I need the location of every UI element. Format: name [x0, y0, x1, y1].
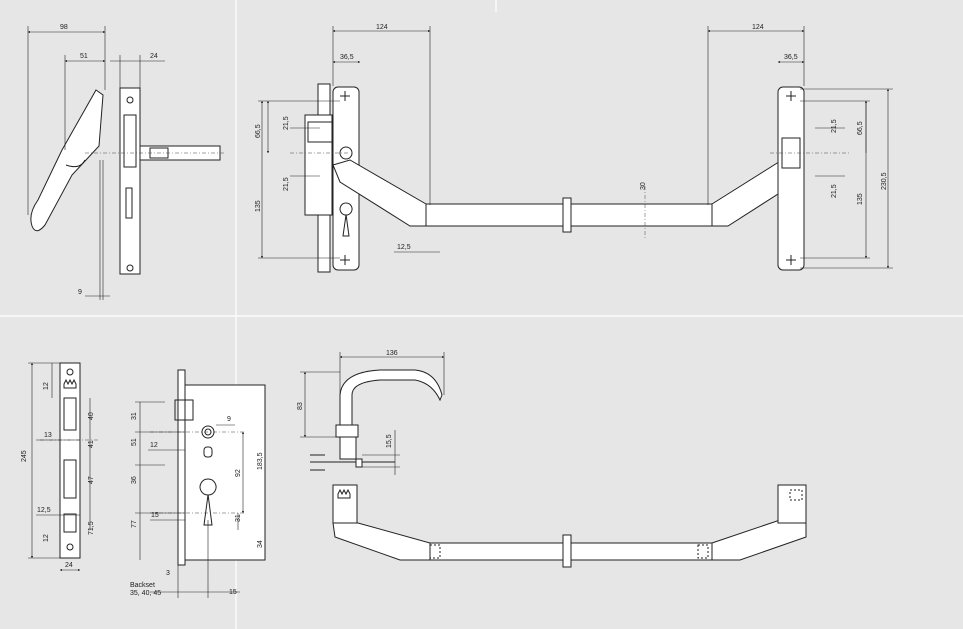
lever-handle-profile [30, 89, 104, 232]
dim-forend-offset: 3 [166, 570, 170, 577]
faceplate-side [119, 87, 141, 275]
dim-backset-right: 124 [752, 24, 764, 31]
dim-plate-left: 36,5 [340, 54, 354, 61]
front-view: 124 124 36,5 36,5 135 66,5 21,5 21,5 12,… [255, 24, 893, 273]
dim-spindle-to-lock: 41 [88, 440, 95, 448]
dim-side-margin: 12,5 [37, 507, 51, 514]
dim-plate-width: 24 [150, 53, 158, 60]
lock-forend [177, 369, 186, 566]
push-handle-top [332, 484, 358, 524]
dim-case-lock-window: 36 [131, 476, 138, 484]
dim-case-height: 183,5 [257, 452, 264, 470]
dim-faceplate-width: 24 [65, 562, 73, 569]
backset-label: Backset [130, 582, 155, 589]
lock-case-view: 31 51 36 77 12 15 9 92 31 183,5 34 3 15 … [130, 369, 266, 598]
backset-values: 35, 40, 45 [130, 590, 161, 597]
lock-body [184, 384, 266, 561]
dim-bar-offset: 12,5 [397, 244, 411, 251]
dim-overall-width: 98 [60, 24, 68, 31]
dim-handle-offset: 51 [80, 53, 88, 60]
dim-case-top: 31 [131, 412, 138, 420]
dim-upper-gap-left: 21,5 [283, 116, 290, 130]
left-bar-arm-top [332, 522, 431, 561]
side-view: 98 51 24 9 [27, 24, 225, 300]
dim-cylinder: 31 [235, 514, 242, 522]
dim-pz: 92 [235, 469, 242, 477]
dim-total-height: 230,5 [881, 172, 888, 190]
dim-lower-gap-right: 21,5 [831, 184, 838, 198]
dim-plate-right: 36,5 [784, 54, 798, 61]
dim-lock-window: 47 [88, 476, 95, 484]
dim-lever-projection: 9 [78, 289, 82, 296]
dim-bottom-window: 71,5 [88, 521, 95, 535]
dim-fixing-left: 135 [255, 200, 262, 212]
dim-lower-gap-left: 21,5 [283, 177, 290, 191]
dim-lever-length: 136 [386, 350, 398, 357]
dim-upper-height-right: 66,5 [857, 121, 864, 135]
dim-follower: 9 [227, 416, 231, 423]
dim-upper-height-left: 66,5 [255, 124, 262, 138]
dim-spindle-offset: 15,5 [386, 434, 393, 448]
dim-bottom-edge: 12 [43, 534, 50, 542]
dim-case-bottom: 34 [257, 540, 264, 548]
dim-fixing-right: 135 [857, 193, 864, 205]
dim-bar-diameter: 30 [640, 182, 647, 190]
dim-backset-offset: 15 [229, 589, 237, 596]
dim-inset: 13 [44, 432, 52, 439]
dim-spindle-gap: 12 [150, 442, 158, 449]
dim-spindle-height: 51 [131, 438, 138, 446]
dim-case-lower: 77 [131, 520, 138, 528]
dim-cylinder-inset: 15 [151, 512, 159, 519]
right-handle-plate [777, 86, 805, 271]
dim-backset-left: 124 [376, 24, 388, 31]
lever-top [339, 369, 443, 426]
dim-upper-gap-right: 21,5 [831, 119, 838, 133]
dim-faceplate-height: 245 [21, 450, 28, 462]
dim-top-edge: 12 [43, 382, 50, 390]
top-view: 136 83 15,5 [297, 350, 807, 568]
right-bar-arm-top [711, 519, 807, 561]
dim-lever-height: 83 [297, 402, 304, 410]
dim-latch-window: 40 [88, 412, 95, 420]
faceplate-view: 245 12 12 13 12,5 40 41 47 71,5 24 [21, 362, 100, 572]
